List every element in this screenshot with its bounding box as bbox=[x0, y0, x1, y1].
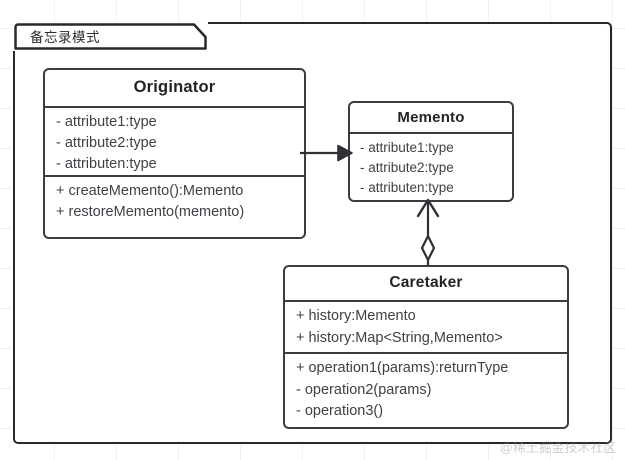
operation-row: + restoreMemento(memento) bbox=[56, 204, 245, 220]
class-title-caretaker: Caretaker bbox=[389, 274, 463, 291]
uml-class-memento[interactable]: Memento - attribute1:type - attribute2:t… bbox=[348, 101, 514, 202]
class-operations-caretaker: + operation1(params):returnType - operat… bbox=[285, 352, 567, 427]
attribute-row: - attributen:type bbox=[56, 156, 157, 172]
class-operations-originator: + createMemento():Memento + restoreMemen… bbox=[45, 175, 304, 231]
attribute-row: - attribute2:type bbox=[360, 160, 454, 175]
uml-class-originator[interactable]: Originator - attribute1:type - attribute… bbox=[43, 68, 306, 239]
uml-class-caretaker[interactable]: Caretaker + history:Memento + history:Ma… bbox=[283, 265, 569, 429]
attribute-row: - attributen:type bbox=[360, 180, 454, 195]
class-title-originator: Originator bbox=[133, 78, 216, 96]
operation-row: + createMemento():Memento bbox=[56, 183, 244, 199]
class-attributes-memento: - attribute1:type - attribute2:type - at… bbox=[350, 132, 512, 200]
frame-label-tab: 备忘录模式 bbox=[13, 22, 208, 51]
watermark-text: @稀土掘金技术社区 bbox=[500, 441, 617, 455]
attribute-row: + history:Memento bbox=[296, 308, 416, 324]
attribute-row: - attribute1:type bbox=[360, 140, 454, 155]
attribute-row: + history:Map<String,Memento> bbox=[296, 329, 503, 346]
frame-label-text: 备忘录模式 bbox=[30, 30, 100, 45]
operation-row: + operation1(params):returnType bbox=[296, 360, 509, 376]
frame-label-shape bbox=[14, 23, 207, 50]
operation-row: - operation3() bbox=[296, 403, 384, 419]
class-attributes-originator: - attribute1:type - attribute2:type - at… bbox=[45, 106, 304, 175]
attribute-row: - attribute2:type bbox=[56, 135, 157, 151]
class-title-memento: Memento bbox=[397, 109, 465, 126]
attribute-row: - attribute1:type bbox=[56, 114, 157, 130]
class-attributes-caretaker: + history:Memento + history:Map<String,M… bbox=[285, 300, 567, 352]
operation-row: - operation2(params) bbox=[296, 381, 432, 398]
